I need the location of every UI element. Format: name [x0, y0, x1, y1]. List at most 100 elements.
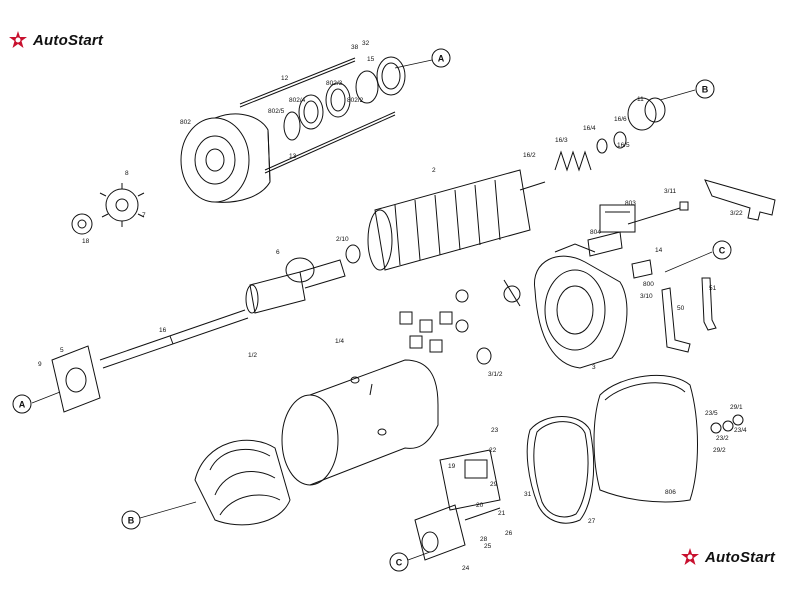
washers-11	[627, 97, 666, 131]
field-frame-housing	[281, 359, 439, 486]
svg-text:A: A	[438, 54, 445, 64]
autostart-logo: AutoStart	[680, 547, 775, 567]
part-label: 16/5	[617, 142, 630, 149]
armature-2	[367, 169, 546, 271]
part-label: 14	[655, 247, 663, 254]
shaft-15	[99, 309, 249, 369]
part-label: 38	[351, 44, 359, 51]
washer-stack-802	[283, 56, 406, 141]
bracket-part-803	[599, 204, 636, 233]
part-label: 32	[362, 40, 370, 47]
part-label: 802/5	[268, 108, 285, 115]
part-label: 3	[592, 364, 596, 371]
part-label: 31	[524, 491, 532, 498]
logo-mark-icon	[681, 548, 699, 565]
callout-b-top: B	[695, 79, 715, 99]
svg-text:C: C	[396, 558, 403, 568]
flange-5	[51, 345, 101, 413]
cover-806	[593, 374, 698, 503]
part-labels: 1/2 1/4 2 2/10 3 3/1/2 3/10 3/11 3/22 5 …	[38, 40, 747, 572]
bus-bar-50	[661, 287, 691, 353]
logo-text: AutoStart	[33, 31, 104, 49]
part-label: 804	[590, 229, 601, 236]
part-label: 11	[637, 96, 644, 103]
terminal-stud-3-11	[627, 201, 689, 225]
svg-text:A: A	[19, 400, 26, 410]
logo-text: AutoStart	[705, 548, 776, 566]
part-label: 1/2	[248, 352, 257, 359]
part-label: 29/1	[730, 404, 743, 411]
part-label: 15	[367, 56, 375, 63]
part-label: 23/2	[716, 435, 729, 442]
part-label: 802/4	[289, 97, 306, 104]
intermediate-gear-6	[245, 257, 346, 314]
part-label: 803	[625, 200, 636, 207]
brush-spring-16	[554, 131, 627, 172]
part-label: 20	[476, 502, 484, 509]
part-label: 3/10	[640, 293, 653, 300]
part-label: 1/4	[335, 338, 344, 345]
part-label: 19	[448, 463, 456, 470]
part-label: 27	[588, 518, 596, 525]
part-label: 13	[289, 153, 297, 160]
part-label: 16/3	[555, 137, 568, 144]
gasket-27	[526, 416, 595, 524]
part-label: 16	[159, 327, 167, 334]
part-label: 2	[432, 167, 436, 174]
part-label: 8	[125, 170, 129, 177]
relay-assembly	[414, 449, 501, 561]
drive-end-housing-802	[180, 113, 271, 203]
pole-bolts-804	[455, 279, 521, 307]
part-label: 3/22	[730, 210, 743, 217]
bracket-part-804	[587, 231, 623, 257]
logo-mark-icon	[9, 31, 27, 48]
brush-holder-803	[399, 311, 492, 365]
part-label: 7	[142, 212, 146, 219]
callout-a-top: A	[431, 48, 451, 68]
part-label: 802/2	[347, 97, 364, 104]
part-label: 26	[505, 530, 513, 537]
part-label: 16/2	[523, 152, 536, 159]
svg-text:B: B	[702, 85, 709, 95]
part-label: 2/10	[336, 236, 349, 243]
bearing-2-10	[345, 244, 361, 264]
brush-800	[631, 259, 653, 279]
part-label: 23/5	[705, 410, 718, 417]
autostart-logo: AutoStart	[8, 30, 103, 50]
part-label: 50	[677, 305, 685, 312]
svg-text:B: B	[128, 516, 135, 526]
part-label: 802	[180, 119, 191, 126]
part-label: 28	[480, 536, 488, 543]
callout-c-top: C	[712, 240, 732, 260]
part-label: 9	[38, 361, 42, 368]
commutator-end-housing-3	[534, 243, 628, 369]
part-label: 6	[276, 249, 280, 256]
part-label: 23/4	[734, 427, 747, 434]
clutch-cup-18	[71, 213, 93, 235]
field-coils	[194, 439, 291, 526]
part-label: 802/3	[326, 80, 343, 87]
part-label: 806	[665, 489, 676, 496]
part-label: 16/6	[614, 116, 627, 123]
part-label: 3/1/2	[488, 371, 503, 378]
part-label: 16/4	[583, 125, 596, 132]
callout-c-bottom: C	[389, 552, 409, 572]
part-label: 18	[82, 238, 90, 245]
part-label: 23	[491, 427, 499, 434]
part-label: 25	[484, 543, 492, 550]
screws-23-4	[710, 414, 744, 434]
part-label: 800	[643, 281, 654, 288]
leader-lines	[31, 59, 713, 561]
part-label: 51	[709, 285, 717, 292]
part-label: 24	[462, 565, 470, 572]
part-label: 29	[490, 481, 498, 488]
part-label: 21	[498, 510, 506, 517]
svg-text:C: C	[719, 246, 726, 256]
bus-bar-51	[701, 277, 717, 331]
callout-a-bottom: A	[12, 394, 32, 414]
part-label: 29/2	[713, 447, 726, 454]
part-label: 12	[281, 75, 289, 82]
pinion-gear-8	[99, 183, 145, 227]
callout-b-bottom: B	[121, 510, 141, 530]
